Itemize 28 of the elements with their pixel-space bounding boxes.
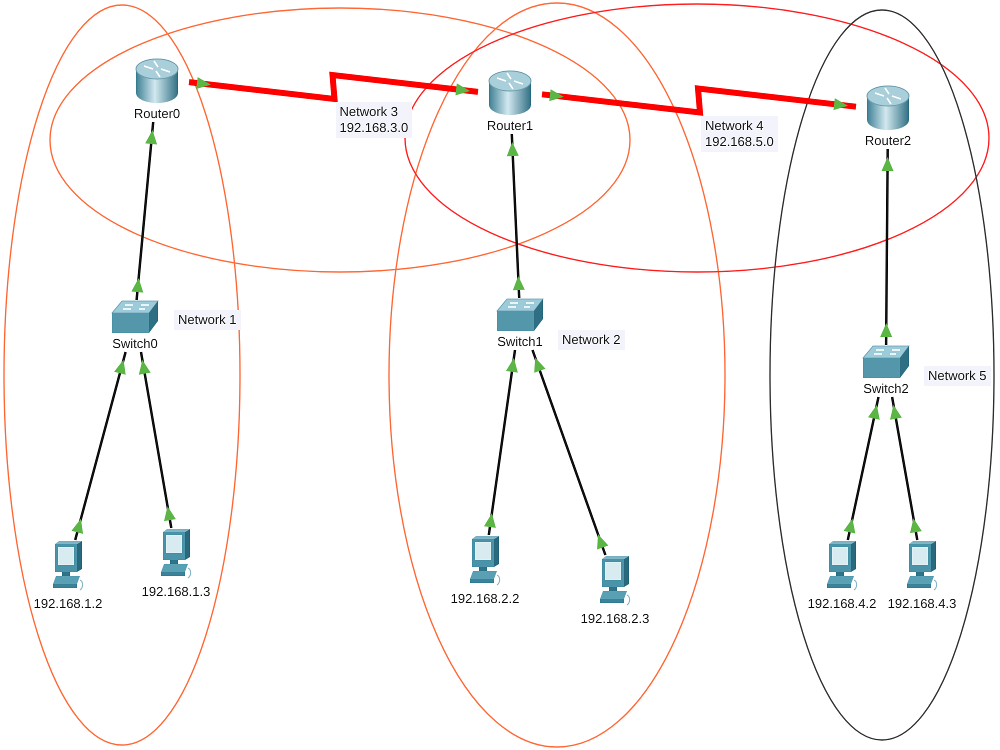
ip-address-label: 192.168.4.3	[888, 596, 956, 612]
connection-line	[542, 85, 856, 116]
connection-line	[71, 352, 127, 540]
connection-line	[138, 352, 176, 528]
connection-line	[506, 134, 525, 298]
note-label: Network 5	[924, 366, 991, 386]
device-name-label: Switch1	[497, 334, 543, 350]
ip-address-label: 192.168.2.2	[450, 591, 520, 607]
ip-address-label: 192.168.1.2	[34, 596, 102, 612]
note-label: Network 2	[558, 330, 625, 350]
ip-address-label: 192.168.1.3	[142, 584, 210, 600]
edge-label: Network 3 192.168.3.0	[336, 102, 412, 138]
note-label: Network 1	[174, 310, 241, 330]
ip-address-label: 192.168.4.2	[808, 596, 876, 612]
connection-line	[880, 149, 894, 345]
device-name-label: Router2	[864, 133, 912, 149]
device-name-label: Router0	[134, 106, 180, 122]
connection-line	[131, 122, 158, 300]
connection-line	[890, 396, 922, 540]
device-name-label: Switch2	[863, 381, 909, 397]
edge-label: Network 4 192.168.5.0	[701, 116, 778, 152]
connection-line	[188, 72, 478, 102]
connection-line	[484, 350, 518, 536]
connection-line	[531, 350, 608, 556]
device-name-label: Switch0	[112, 336, 158, 352]
connection-line	[844, 396, 880, 540]
ip-address-label: 192.168.2.3	[580, 611, 650, 627]
device-name-label: Router1	[486, 118, 534, 134]
